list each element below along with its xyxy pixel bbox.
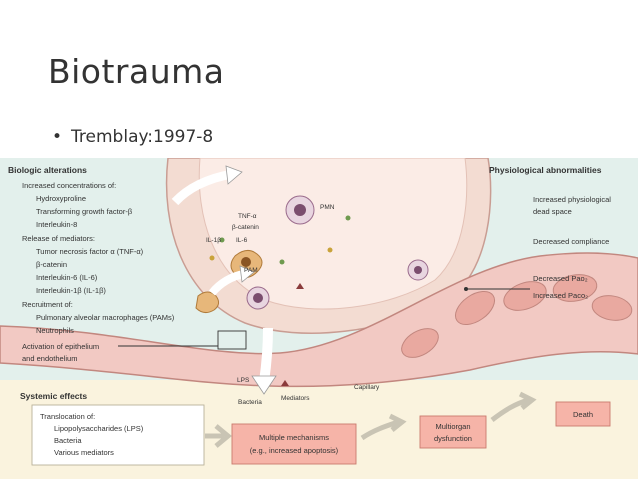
label-catenin: β-catenin [232,224,259,231]
label-tnf: TNF-α [238,213,257,220]
mediator-particle [296,283,304,289]
multiorgan-line: dysfunction [434,434,472,443]
chevron-arrow [360,413,407,441]
mechanisms-line: Multiple mechanisms [259,433,329,442]
label-mediators: Mediators [281,395,310,402]
mediator-particle [345,215,351,221]
red-blood-cell [591,295,633,321]
bullet-text: Tremblay:1997-8 [71,127,214,147]
translocation-item: Translocation of: [40,412,95,421]
systemic-heading: Systemic effects [20,391,87,401]
chevron-arrow [205,424,232,448]
alveolar-lumen [198,157,468,310]
red-blood-cell [401,328,439,358]
biologic-item: Hydroxyproline [36,194,86,203]
label-pam: PAM [244,267,258,274]
label-bacteria: Bacteria [238,399,262,406]
biologic-item: Transforming growth factor-β [36,207,133,216]
red-blood-cell [552,274,598,302]
biologic-item: Interleukin-6 (IL-6) [36,273,98,282]
mediator-particle [219,237,225,243]
neutrophil-nucleus [253,293,263,303]
chevron-arrow [490,391,537,422]
bullet-marker: • [52,127,63,147]
mediator-particle [279,259,285,265]
biologic-item: Pulmonary alveolar macrophages (PAMs) [36,313,175,322]
translocation-item: Various mediators [54,448,114,457]
physiological-item: Increased Paco₂ [533,291,588,300]
multiorgan-box [419,415,487,449]
translocation-item: Lipopolysaccharides (LPS) [54,424,144,433]
translocation-item: Bacteria [54,436,82,445]
multiorgan-line: Multiorgan [435,422,470,431]
flow-arrow-down-head [251,375,277,395]
bullet-item: • Tremblay:1997-8 [52,127,213,147]
label-pmn: PMN [320,204,335,211]
mediator-particle [327,247,333,253]
biologic-item: Release of mediators: [22,234,95,243]
biologic-item: Neutrophils [36,326,74,335]
slide-title: Biotrauma [48,52,225,91]
macrophage-migrating [195,291,220,314]
biologic-item: β-catenin [36,260,67,269]
biologic-item: Interleukin-1β (IL-1β) [36,286,106,295]
biotrauma-figure: Biologic alterations Increased concentra… [0,157,638,479]
label-il1: IL-1β [206,237,221,244]
biologic-item: Tumor necrosis factor α (TNF-α) [36,247,144,256]
macrophage-nucleus [241,257,251,267]
flow-arrow-pam-head [239,265,255,283]
physiological-item: Increased physiological [533,195,611,204]
physiological-heading: Physiological abnormalities [489,165,602,175]
neutrophil-nucleus [294,204,306,216]
gas-exchange-pointer-dot [464,287,468,291]
flow-arrow-up-head [225,165,243,185]
flow-arrow-down [259,327,273,383]
epithelium-pointer-box [217,330,247,350]
label-lps: LPS [237,377,250,384]
red-blood-cell [454,290,496,326]
mechanisms-box [231,423,357,465]
neutrophil-nucleus [414,266,422,274]
biologic-item: Increased concentrations of: [22,181,116,190]
physiological-item: Decreased compliance [533,237,609,246]
biologic-heading: Biologic alterations [8,165,87,175]
biologic-item: and endothelium [22,354,77,363]
physiological-item: Decreased Pao₂ [533,274,588,283]
biologic-item: Interleukin-8 [36,220,77,229]
biologic-item: Recruitment of: [22,300,73,309]
label-il6: IL-6 [236,237,248,244]
translocation-box [31,404,205,466]
mechanisms-line: (e.g., increased apoptosis) [250,446,339,455]
label-capillary: Capillary [354,384,380,391]
flow-arrow-up [171,169,233,206]
physiological-item: dead space [533,207,572,216]
death-label: Death [573,410,593,419]
biotrauma-diagram: Biologic alterations Increased concentra… [0,157,638,479]
death-box [555,401,611,427]
biologic-item: Activation of epithelium [22,342,99,351]
mediator-particle [281,380,289,386]
mediator-particle [209,255,215,261]
